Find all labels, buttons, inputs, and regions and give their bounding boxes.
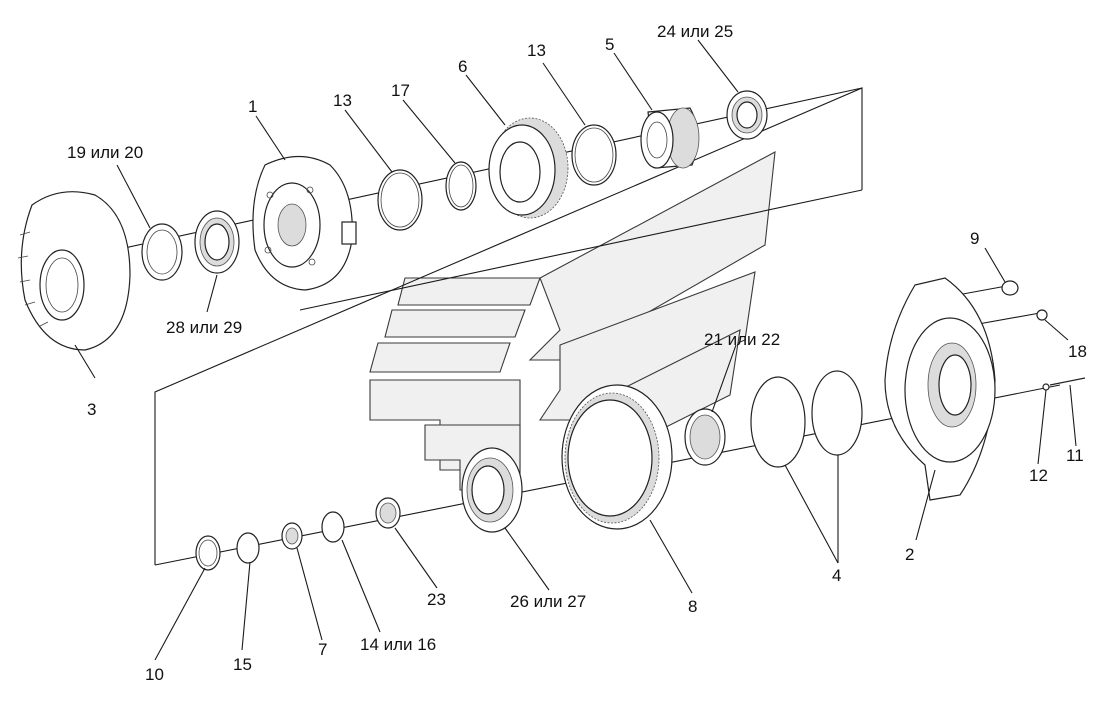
label-part-17: 17: [391, 81, 410, 100]
label-part-9: 9: [970, 229, 980, 248]
label-part-12: 12: [1029, 466, 1048, 485]
label-part-2: 2: [905, 545, 915, 564]
label-part-13-left: 13: [333, 91, 352, 110]
part-1-carrier: [252, 156, 357, 291]
label-part-4: 4: [832, 566, 842, 585]
label-part-19: 19 или 20: [67, 143, 144, 162]
part-3-housing: [17, 191, 131, 351]
label-part-26: 26 или 27: [510, 592, 587, 611]
part-7-bushing: [281, 522, 303, 550]
label-part-23: 23: [427, 590, 446, 609]
label-part-11: 11: [1066, 446, 1084, 465]
label-part-7: 7: [318, 640, 328, 659]
label-part-10: 10: [145, 665, 164, 684]
part-2-cover: [884, 277, 996, 501]
part-26-bearing: [461, 447, 523, 533]
label-part-6: 6: [458, 57, 468, 76]
label-part-21: 21 или 22: [704, 330, 781, 349]
part-15-snap-ring: [236, 532, 260, 564]
part-23-bearing: [375, 497, 401, 529]
leader-lines: [74, 39, 1077, 661]
part-18-plug: [1036, 309, 1048, 321]
part-10-ring: [195, 535, 221, 571]
label-part-3: 3: [87, 400, 97, 419]
label-part-24: 24 или 25: [657, 22, 734, 41]
part-14-snap-ring: [321, 511, 345, 543]
part-13-snap-ring-left: [377, 169, 423, 231]
part-19-ring: [141, 223, 183, 281]
label-part-5: 5: [605, 35, 615, 54]
label-part-13-right: 13: [527, 41, 546, 60]
label-part-14: 14 или 16: [360, 635, 437, 654]
label-part-8: 8: [688, 597, 698, 616]
label-part-1: 1: [248, 97, 258, 116]
part-8-ring-gear: [561, 384, 673, 530]
part-21-seal: [684, 408, 726, 466]
part-6-gear: [488, 117, 569, 219]
part-4-orings: [750, 370, 863, 468]
label-part-18: 18: [1068, 342, 1087, 361]
part-9-plug: [1001, 280, 1019, 296]
part-17-snap-ring: [445, 161, 477, 211]
part-11-bolt: [1049, 377, 1086, 386]
part-12-washer: [1042, 383, 1050, 391]
part-24-seal: [726, 90, 768, 140]
part-28-bearing: [194, 210, 240, 274]
part-13-snap-ring-right: [571, 124, 617, 186]
label-part-15: 15: [233, 655, 252, 674]
label-part-28: 28 или 29: [166, 318, 243, 337]
part-5-hub: [640, 107, 700, 169]
